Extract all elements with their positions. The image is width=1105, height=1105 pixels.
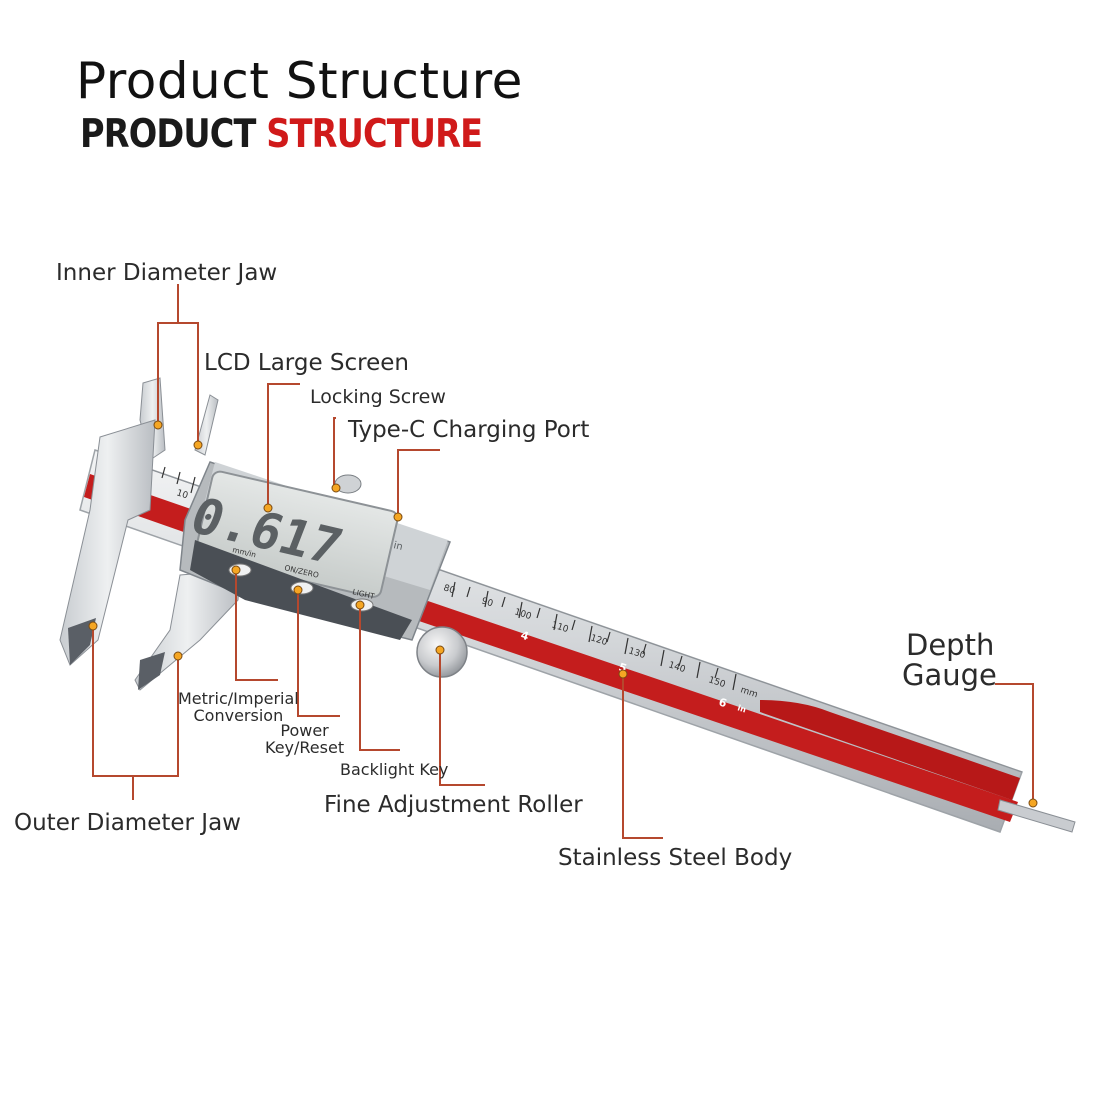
marker-steel-body [618, 669, 628, 679]
marker-depth-gauge [1028, 798, 1038, 808]
marker-inner-jaw-left [153, 420, 163, 430]
marker-locking-screw [331, 483, 341, 493]
page-subtitle: PRODUCT STRUCTURE [80, 112, 483, 157]
label-power-key: Power Key/Reset [265, 722, 344, 756]
scale-num-90: 90 [480, 596, 494, 609]
marker-roller [435, 645, 445, 655]
label-power-key-line1: Power [280, 721, 329, 740]
label-depth-gauge: Depth Gauge [902, 630, 997, 690]
marker-charging-port [393, 512, 403, 522]
inch-unit: in [736, 703, 747, 714]
scale-num-10: 10 [175, 488, 189, 501]
label-metric-imperial-line2: Conversion [193, 706, 284, 725]
label-power-key-line2: Key/Reset [265, 738, 345, 757]
marker-lcd [263, 503, 273, 513]
label-locking-screw: Locking Screw [310, 386, 446, 408]
leader-lines [92, 284, 1034, 839]
page-title: Product Structure [76, 52, 523, 110]
label-inner-diameter-jaw: Inner Diameter Jaw [56, 260, 278, 286]
label-stainless-steel-body: Stainless Steel Body [558, 845, 793, 871]
marker-dots [88, 420, 1038, 808]
subtitle-word-product: PRODUCT [80, 112, 256, 157]
label-depth-gauge-line1: Depth [906, 628, 995, 662]
subtitle-word-structure: STRUCTURE [266, 112, 483, 157]
marker-outer-jaw-left [88, 621, 98, 631]
label-metric-imperial: Metric/Imperial Conversion [178, 690, 299, 724]
marker-outer-jaw-right [173, 651, 183, 661]
scale-inch-numbers: 4 5 6 in [519, 628, 747, 714]
label-outer-diameter-jaw: Outer Diameter Jaw [14, 810, 241, 836]
label-lcd-large-screen: LCD Large Screen [204, 350, 409, 376]
label-type-c-charging-port: Type-C Charging Port [348, 417, 590, 443]
label-depth-gauge-line2: Gauge [902, 658, 997, 692]
inch-num-6: 6 [717, 695, 729, 710]
inch-num-4: 4 [519, 628, 531, 643]
label-metric-imperial-line1: Metric/Imperial [178, 689, 299, 708]
marker-metric-button [231, 565, 241, 575]
scale-ticks-right [451, 581, 737, 691]
depth-gauge-rod [997, 799, 1076, 833]
scale-num-80: 80 [442, 583, 456, 596]
marker-backlight-button [355, 600, 365, 610]
marker-inner-jaw-right [193, 440, 203, 450]
lcd-unit: in [392, 540, 403, 553]
inch-num-5: 5 [617, 660, 628, 675]
label-backlight-key: Backlight Key [340, 760, 449, 779]
marker-power-button [293, 585, 303, 595]
fixed-jaw-assembly [59, 377, 166, 666]
label-fine-adjustment-roller: Fine Adjustment Roller [324, 792, 583, 818]
